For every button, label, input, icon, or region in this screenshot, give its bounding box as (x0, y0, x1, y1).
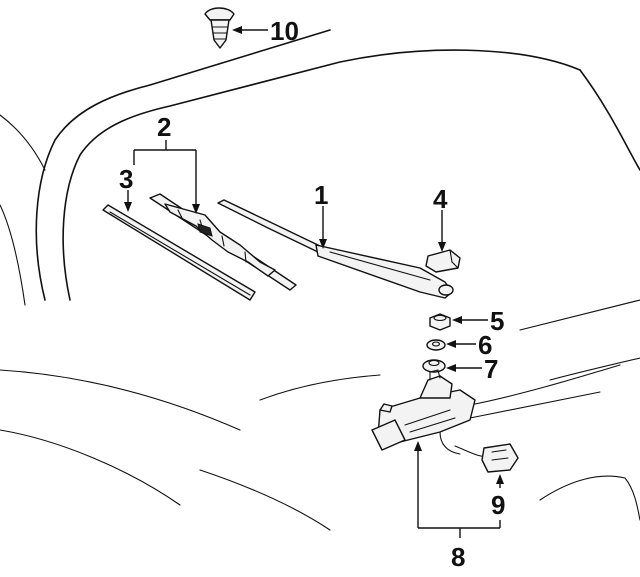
part-5-nut (429, 313, 451, 331)
callout-8: 8 (451, 542, 465, 572)
part-9-connector (454, 443, 519, 473)
part-2-wiper-blade (149, 193, 297, 291)
callout-5: 5 (490, 306, 504, 336)
callout-10: 10 (270, 16, 299, 46)
rear-window-glass (0, 29, 640, 531)
callout-4: 4 (433, 184, 448, 214)
callout-9: 9 (491, 490, 505, 520)
callout-3: 3 (119, 164, 133, 194)
callout-7: 7 (484, 354, 498, 384)
callout-leaders (124, 26, 504, 538)
part-4-cap (425, 249, 461, 273)
part-3-blade-insert (102, 204, 256, 301)
part-7-grommet (422, 359, 446, 373)
part-8-wiper-motor (371, 369, 476, 455)
callout-6: 6 (478, 330, 492, 360)
callout-2: 2 (157, 112, 171, 142)
callout-labels: 10 2 3 1 4 5 6 7 9 8 (119, 16, 505, 572)
callout-1: 1 (314, 180, 328, 210)
part-1-wiper-arm (217, 199, 454, 299)
part-6-washer (426, 339, 446, 351)
part-10-clip (204, 7, 235, 49)
